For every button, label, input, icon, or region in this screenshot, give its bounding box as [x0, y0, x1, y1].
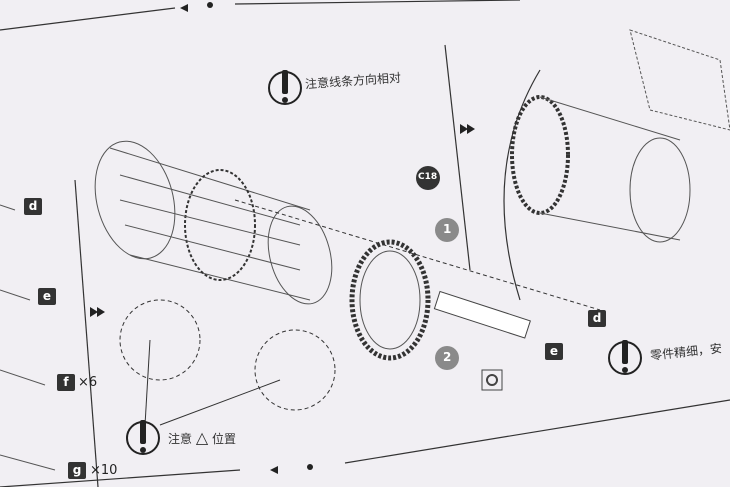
divider-left	[74, 179, 99, 487]
part-label-f: f	[57, 374, 75, 391]
part-label-d: d	[24, 198, 42, 215]
detail-circle	[254, 329, 336, 411]
triangle-icon: △	[195, 428, 209, 447]
part-label-e: e	[38, 288, 56, 305]
note-prefix: 注意	[168, 432, 193, 446]
divider-mid	[444, 44, 471, 271]
divider-right-curve	[503, 69, 541, 301]
note-suffix: 位置	[211, 432, 236, 446]
cylinder-part	[94, 140, 333, 305]
gear-icon	[481, 369, 503, 391]
note-position: 注意 △ 位置	[168, 428, 236, 447]
step-2-badge	[435, 346, 459, 370]
part-count-f: ×6	[78, 375, 98, 390]
arrow-icon	[90, 2, 475, 474]
part-label-e-right: e	[545, 343, 563, 360]
right-cylinder-part	[510, 29, 730, 243]
step-1-badge	[435, 218, 459, 242]
rod-part	[433, 290, 531, 339]
part-label-d-right: d	[588, 310, 606, 327]
detail-circle	[119, 299, 201, 381]
c18-badge	[416, 166, 440, 190]
ring-label: C18	[418, 172, 438, 182]
step-2-number: 2	[443, 350, 452, 364]
part-label-g: g	[68, 462, 86, 479]
ring-c18	[349, 239, 431, 361]
part-count-g: ×10	[90, 463, 118, 478]
bottom-border-line	[0, 469, 241, 487]
step-1-number: 1	[443, 222, 452, 236]
top-border-line	[0, 7, 176, 31]
